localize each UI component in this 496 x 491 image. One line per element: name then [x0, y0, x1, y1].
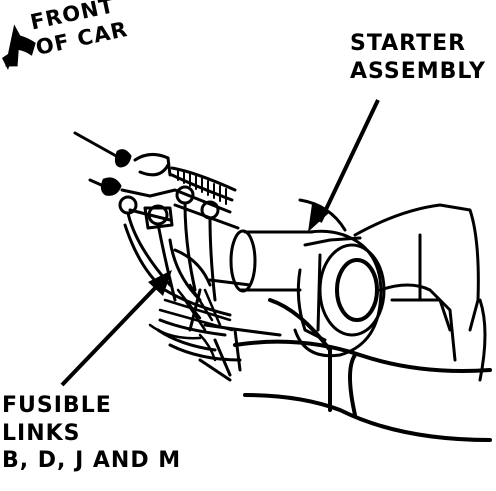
pointer-arrow-icon [308, 99, 380, 232]
fusible-links-label: FUSIBLE LINKS B, D, J AND M [2, 392, 181, 475]
starter-terminals [73, 131, 240, 230]
fusible-label-line2: LINKS [2, 420, 81, 446]
starter-assembly-label: STARTER ASSEMBLY [350, 30, 486, 85]
frame-pipe [233, 298, 492, 442]
fusible-label-line1: FUSIBLE [2, 393, 112, 418]
pointer-arrow-icon [60, 270, 172, 387]
fusible-link-wires [123, 201, 242, 382]
starter-label-line1: STARTER [350, 31, 467, 56]
engine-block [298, 198, 487, 382]
threaded-bolt [177, 169, 227, 205]
wire-harness [148, 283, 234, 362]
starter-assembly [188, 229, 386, 358]
starter-label-line2: ASSEMBLY [350, 58, 486, 84]
arrow-left-icon [2, 24, 36, 70]
fusible-label-line3: B, D, J AND M [2, 448, 182, 473]
